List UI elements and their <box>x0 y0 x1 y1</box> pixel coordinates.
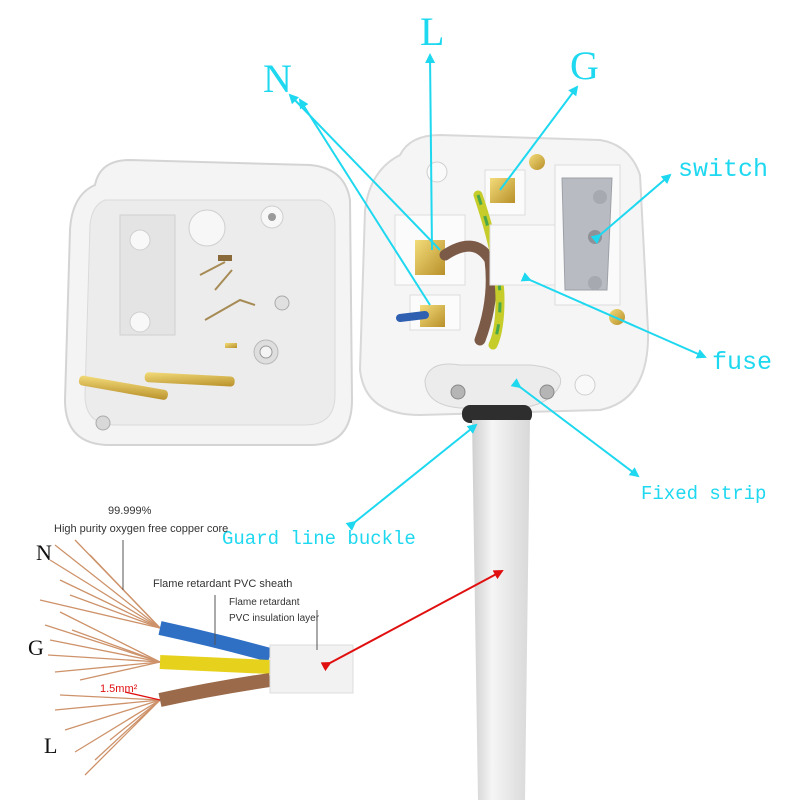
neutral-label: N <box>263 56 292 101</box>
fuse-label: fuse <box>712 348 773 377</box>
power-cable <box>472 420 530 800</box>
inset-live-letter: L <box>44 733 58 758</box>
inset-neutral-letter: N <box>36 540 52 565</box>
inset-ground-letter: G <box>28 635 44 660</box>
fixed-strip-label: Fixed strip <box>641 483 767 505</box>
live-label: L <box>420 9 445 54</box>
cable-cross-section <box>8 505 360 785</box>
guard-line-buckle-label: Guard line buckle <box>222 528 416 550</box>
insulation-text-line1: Flame retardant <box>229 597 300 608</box>
plug-cover <box>63 158 354 446</box>
pvc-sheath-text: Flame retardant PVC sheath <box>153 578 293 590</box>
purity-text: 99.999% <box>108 505 152 517</box>
switch-label: switch <box>678 155 769 184</box>
plug-base <box>358 133 650 423</box>
wire-size-text: 1.5mm² <box>100 683 138 695</box>
copper-core-text: High purity oxygen free copper core <box>54 523 229 535</box>
insulation-text-line2: PVC insulation layer <box>229 613 320 624</box>
ground-label: G <box>570 43 599 88</box>
